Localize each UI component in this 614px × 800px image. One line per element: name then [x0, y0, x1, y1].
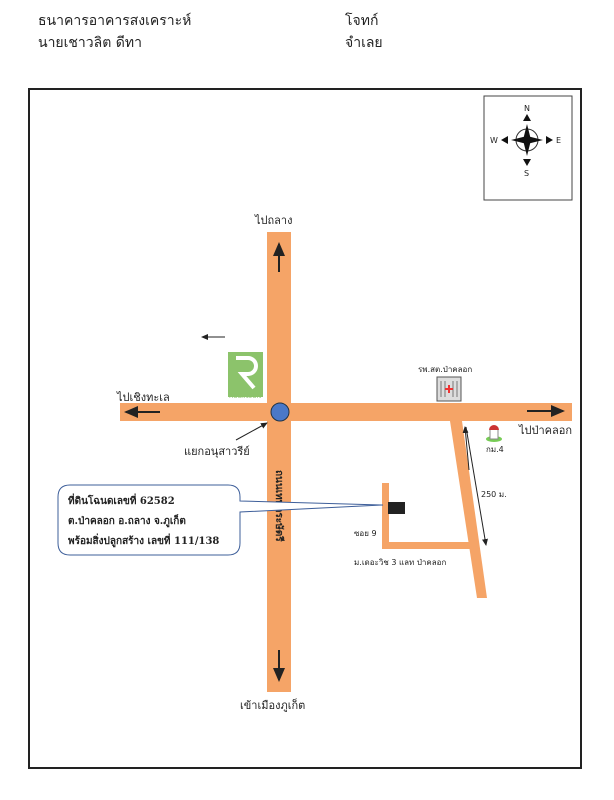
compass-icon: N S W E: [483, 95, 573, 201]
roundabout: [270, 402, 290, 422]
km-marker-icon: [486, 425, 502, 442]
property-callout: ที่ดินโฉนดเลขที่ 62582 ต.ป่าคลอก อ.ถลาง …: [57, 484, 384, 556]
compass-e: E: [556, 136, 561, 145]
plaintiff-name: ธนาคารอาคารสงเคราะห์: [38, 13, 192, 29]
label-soi: ซอย 9: [354, 529, 377, 538]
callout-line-2: ต.ป่าคลอก อ.ถลาง จ.ภูเก็ต: [68, 513, 186, 528]
village-road: [382, 542, 478, 549]
callout-line-1: ที่ดินโฉนดเลขที่ 62582: [68, 493, 175, 507]
label-distance: 250 ม.: [481, 490, 507, 499]
compass-s: S: [524, 169, 529, 178]
label-north: ไปถลาง: [254, 214, 292, 227]
label-hospital: รพ.สต.ป่าคลอก: [418, 365, 472, 374]
callout-line-3: พร้อมสิ่งปลูกสร้าง เลขที่ 111/138: [68, 533, 219, 548]
defendant-name: นายเชาวลิต ดีทา: [38, 35, 142, 51]
map-frame: [28, 88, 582, 769]
compass-n: N: [524, 104, 530, 113]
plaintiff-label: โจทก์: [345, 13, 379, 29]
svg-text:ROBINSON: ROBINSON: [229, 393, 261, 400]
label-roundabout: แยกอนุสาวรีย์: [184, 445, 250, 458]
side-road: [450, 421, 487, 598]
main-road-vertical: [267, 232, 291, 692]
label-west: ไปเชิงทะเล: [116, 391, 170, 404]
compass-w: W: [490, 136, 498, 145]
defendant-label: จำเลย: [345, 35, 383, 51]
label-south: เข้าเมืองภูเก็ต: [240, 698, 305, 712]
label-km: กม.4: [486, 445, 504, 454]
main-road-horizontal: [120, 403, 572, 421]
label-east: ไปป่าคลอก: [518, 424, 572, 437]
robinson-logo: ROBINSON: [228, 352, 263, 400]
property-building: [388, 502, 405, 514]
hospital-icon: [436, 376, 462, 402]
label-village: ม.เดอะวิช 3 แลท ป่าคลอก: [354, 558, 446, 567]
soi-9-road: [382, 483, 389, 547]
